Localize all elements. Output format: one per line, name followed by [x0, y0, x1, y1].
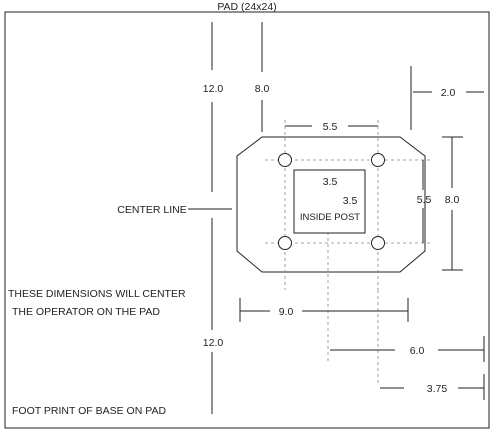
base-outline: [236, 136, 426, 273]
dim-12-top: 12.0: [203, 83, 224, 95]
center-note-line1: THESE DIMENSIONS WILL CENTER: [8, 288, 186, 300]
inside-post-label: INSIDE POST: [300, 212, 360, 223]
dim-2: 2.0: [441, 87, 456, 99]
center-note-line2: THE OPERATOR ON THE PAD: [12, 306, 160, 318]
dim-9: 9.0: [279, 306, 294, 318]
dim-post-height: 3.5: [343, 195, 358, 207]
dim-post-width: 3.5: [323, 176, 338, 188]
dim-3-75: 3.75: [427, 383, 448, 395]
footer-label: FOOT PRINT OF BASE ON PAD: [12, 405, 166, 417]
bolt-hole-bottom-left: [278, 236, 292, 250]
pad-outline: [4, 11, 490, 429]
pad-title: PAD (24x24): [217, 1, 276, 13]
dim-5-5-side: 5.5: [417, 194, 432, 206]
dim-12-bottom: 12.0: [203, 337, 224, 349]
center-line-label: CENTER LINE: [117, 204, 186, 216]
dim-5-5-top: 5.5: [323, 121, 338, 133]
bolt-hole-top-left: [278, 153, 292, 167]
inside-post: [293, 169, 366, 234]
dim-8-base: 8.0: [445, 194, 460, 206]
dim-8-top: 8.0: [255, 83, 270, 95]
dim-6: 6.0: [410, 345, 425, 357]
bolt-hole-bottom-right: [371, 236, 385, 250]
bolt-hole-top-right: [371, 153, 385, 167]
